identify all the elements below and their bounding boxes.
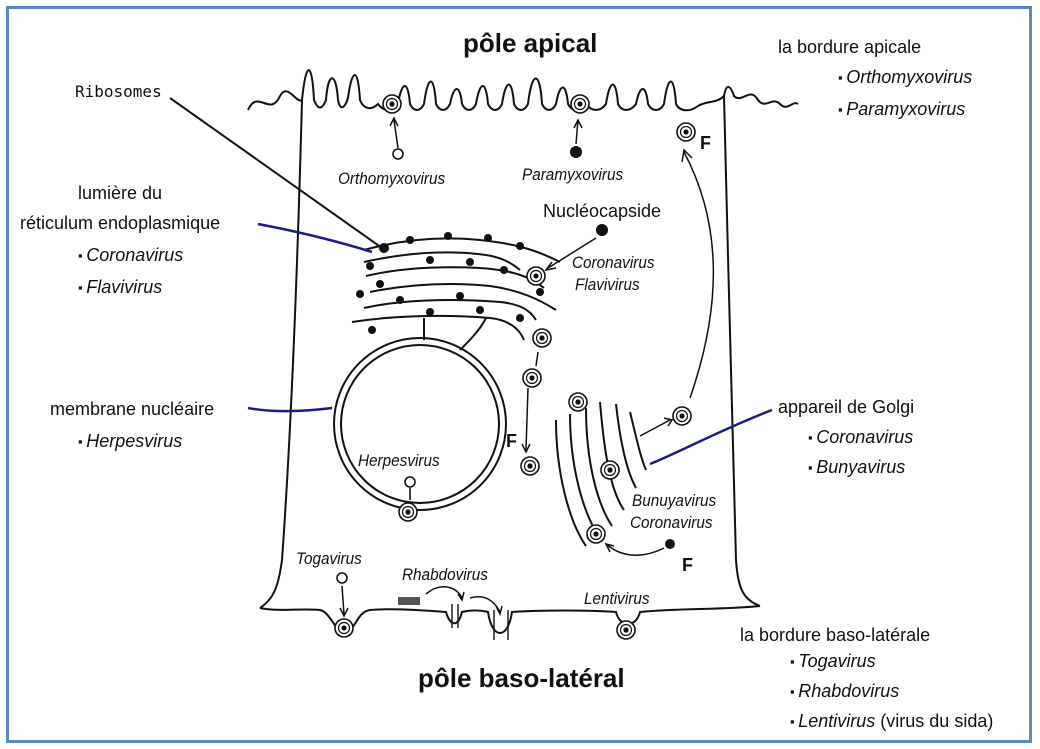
flavivirus-cell-label: Flavivirus <box>575 276 640 293</box>
herpesvirus-cell-label: Herpesvirus <box>358 452 440 469</box>
coronavirus-golgi-cell-label: Coronavirus <box>630 514 712 531</box>
reticulum-label-line2: réticulum endoplasmique <box>20 214 220 232</box>
rhabdovirus-cell-label: Rhabdovirus <box>402 566 488 583</box>
baso-virus-lentivirus-row: Lentivirus (virus du sida) <box>790 712 993 730</box>
baso-virus-rhabdovirus: Rhabdovirus <box>790 682 899 700</box>
nucleocapsid-label: Nucléocapside <box>543 202 661 220</box>
reticulum-virus-coronavirus: Coronavirus <box>78 246 183 264</box>
apical-virus-orthomyxovirus: Orthomyxovirus <box>838 68 972 86</box>
bunyavirus-cell-label: Bunuyavirus <box>632 492 716 509</box>
right-lateral-membrane <box>724 96 760 606</box>
baso-lateral-pole-title: pôle baso-latéral <box>418 665 625 691</box>
togavirus-cell-label: Togavirus <box>296 550 362 567</box>
apical-border-label: la bordure apicale <box>778 38 921 56</box>
membrane-label: membrane nucléaire <box>50 400 214 418</box>
transport-arrows <box>340 118 713 616</box>
apical-pole-title: pôle apical <box>463 30 597 56</box>
golgi-virus-coronavirus: Coronavirus <box>808 428 913 446</box>
f-marker-basal: F <box>682 556 693 574</box>
f-marker-apical: F <box>700 134 711 152</box>
herpes-budding <box>399 477 417 521</box>
baso-virus-lentivirus: Lentivirus <box>790 711 875 731</box>
ribosomes-label: Ribosomes <box>75 84 162 100</box>
baso-virus-togavirus: Togavirus <box>790 652 876 670</box>
baso-border-label: la bordure baso-latérale <box>740 626 930 644</box>
orthomyxovirus-cell-label: Orthomyxovirus <box>338 170 445 187</box>
membrane-virus-herpesvirus: Herpesvirus <box>78 432 182 450</box>
golgi-label: appareil de Golgi <box>778 398 914 416</box>
apical-membrane <box>248 70 798 110</box>
lentivirus-cell-label: Lentivirus <box>584 590 649 607</box>
nucleus <box>334 318 506 510</box>
lentivirus-note: (virus du sida) <box>880 711 993 731</box>
apical-virus-paramyxovirus: Paramyxovirus <box>838 100 965 118</box>
f-marker-golgi: F <box>506 432 517 450</box>
endoplasmic-reticulum <box>352 238 560 340</box>
reticulum-virus-flavivirus: Flavivirus <box>78 278 162 296</box>
coronavirus-cell-label: Coronavirus <box>572 254 654 271</box>
reticulum-label-line1: lumière du <box>78 184 162 202</box>
golgi-virus-bunyavirus: Bunyavirus <box>808 458 905 476</box>
paramyxovirus-cell-label: Paramyxovirus <box>522 166 623 183</box>
